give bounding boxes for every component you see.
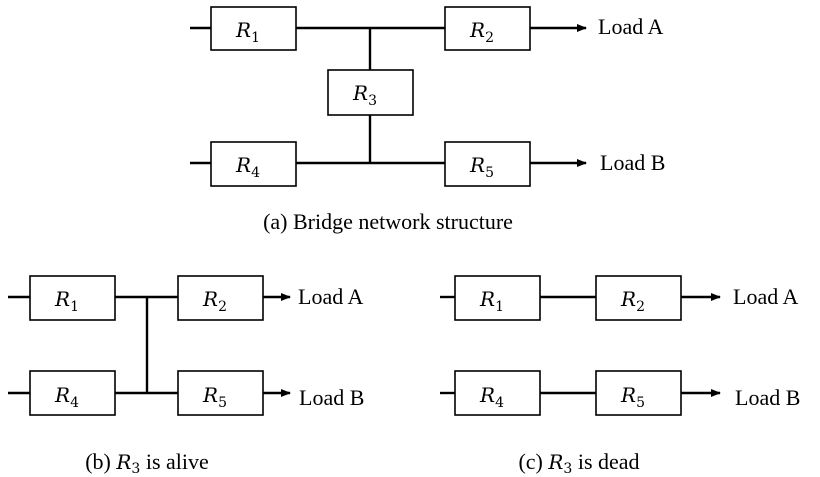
svg-text:R2: R2: [469, 18, 494, 46]
load-b-label-c: Load B: [735, 385, 800, 410]
resistor-b-r1: R1: [29, 275, 116, 321]
caption-c: (c) R3 is dead: [518, 449, 639, 477]
load-b-label: Load B: [600, 150, 665, 175]
load-b-label-b: Load B: [299, 385, 364, 410]
svg-text:R1: R1: [479, 287, 504, 315]
svg-text:R1: R1: [54, 287, 79, 315]
resistor-a-r5: R5: [444, 141, 531, 187]
load-a-label: Load A: [598, 14, 663, 39]
resistor-b-r2: R2: [177, 275, 264, 321]
panel-a-bridge-network: R1 R2 R3 R4 R5 Load A Load B (a) Bridge …: [190, 6, 665, 234]
resistor-a-r4: R4: [210, 141, 297, 187]
load-a-label-b: Load A: [298, 284, 363, 309]
svg-text:R4: R4: [235, 153, 260, 181]
svg-text:R2: R2: [620, 287, 645, 315]
svg-text:R3: R3: [352, 81, 377, 109]
svg-text:R2: R2: [202, 287, 227, 315]
caption-a: (a) Bridge network structure: [263, 209, 513, 234]
resistor-b-r4: R4: [29, 370, 116, 416]
load-a-label-c: Load A: [733, 284, 798, 309]
svg-text:R1: R1: [235, 18, 260, 46]
resistor-c-r5: R5: [595, 370, 682, 416]
resistor-a-r1: R1: [210, 6, 297, 51]
resistor-a-r3: R3: [327, 69, 414, 116]
resistor-a-r2: R2: [444, 6, 531, 51]
resistor-c-r1: R1: [454, 275, 541, 321]
svg-text:R4: R4: [54, 383, 79, 411]
panel-b-r3-alive: R1 R2 R4 R5 Load A Load B (b) R3 is aliv…: [8, 275, 364, 477]
svg-text:R5: R5: [620, 383, 645, 411]
resistor-c-r2: R2: [595, 275, 682, 321]
resistor-c-r4: R4: [454, 370, 541, 416]
svg-text:R4: R4: [479, 383, 504, 411]
svg-text:R5: R5: [469, 153, 494, 181]
svg-text:R5: R5: [202, 383, 227, 411]
resistor-b-r5: R5: [177, 370, 264, 416]
panel-c-r3-dead: R1 R2 R4 R5 Load A Load B (c) R3 is dead: [440, 275, 800, 477]
caption-b: (b) R3 is alive: [85, 449, 209, 477]
